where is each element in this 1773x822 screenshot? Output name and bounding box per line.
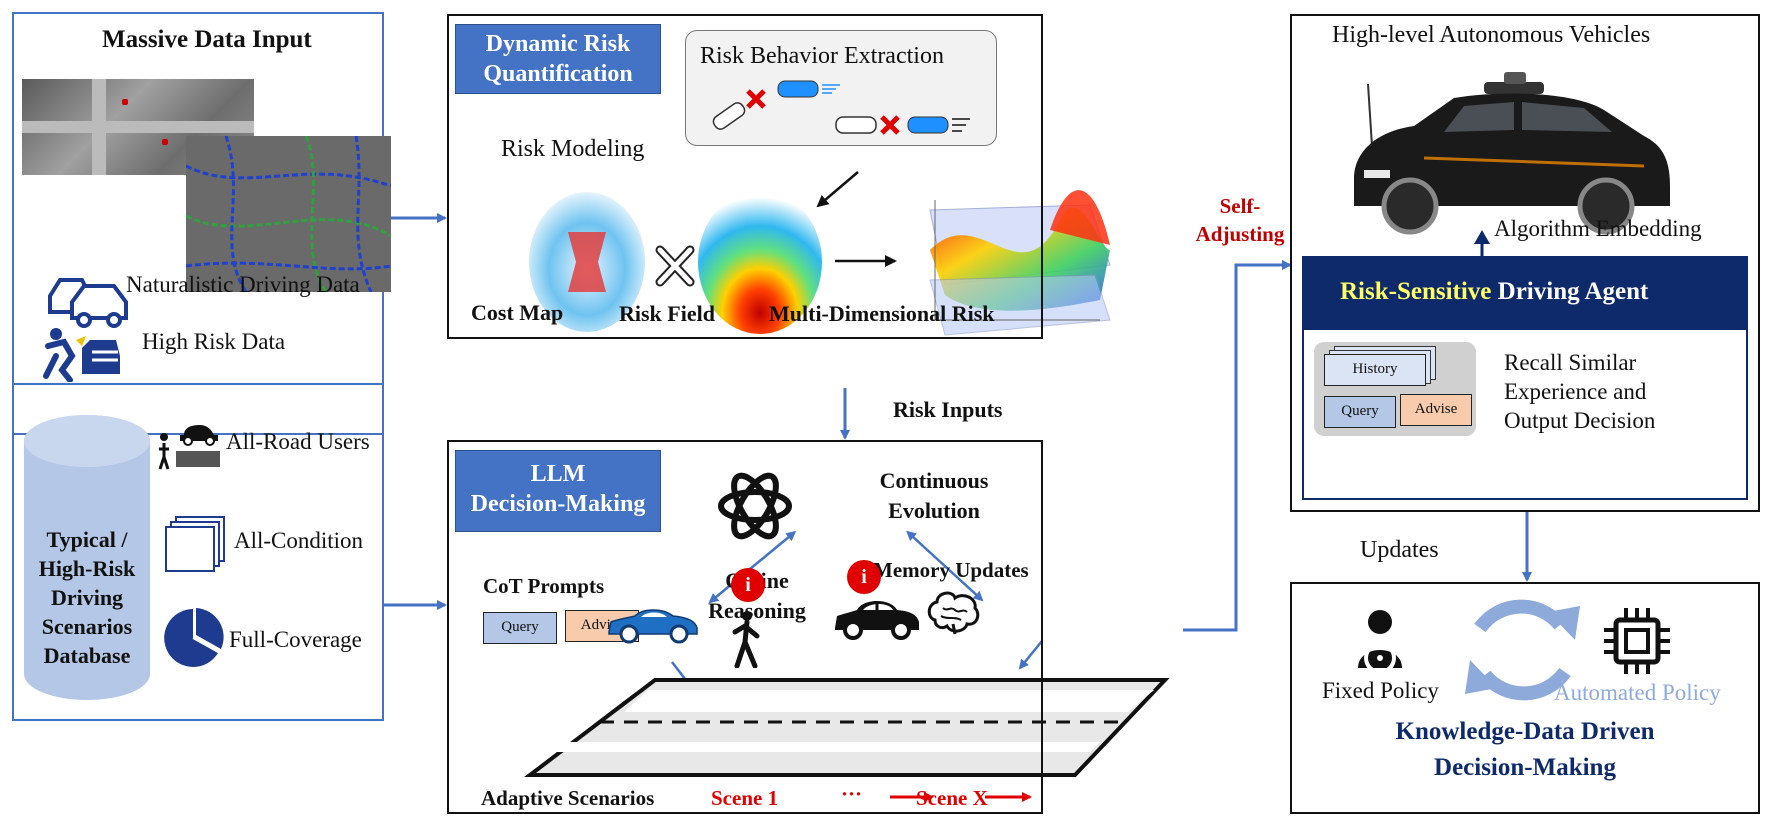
behavior-box: Risk Behavior Extraction — [685, 30, 997, 146]
policy-title: Knowledge-Data Driven Decision-Making — [1395, 718, 1655, 781]
all-condition-label: All-Condition — [234, 528, 364, 553]
naturalistic-label: Naturalistic Driving Data — [126, 272, 360, 297]
memory-card: History Query Advise — [1314, 342, 1476, 436]
trajectory-image — [186, 136, 391, 292]
autonomous-vehicle-icon — [1344, 66, 1674, 241]
agent-advise-doc: Advise — [1400, 394, 1472, 426]
blue-car-icon — [605, 602, 701, 649]
risk-badge: Dynamic Risk Quantification — [455, 24, 661, 94]
scene-1-label: Scene 1 — [711, 786, 779, 810]
database-panel: Typical / High-Risk Driving Scenarios Da… — [12, 383, 384, 721]
agent-box: Risk-Sensitive Driving Agent History Que… — [1302, 256, 1748, 500]
scene-x-label: Scene X — [916, 786, 988, 810]
risk-field-label: Risk Field — [619, 301, 715, 326]
full-coverage-label: Full-Coverage — [229, 627, 362, 652]
llm-panel: LLM Decision-Making Continuous Evolution… — [447, 440, 1043, 814]
pedestrian-icon — [729, 610, 763, 673]
adaptive-label: Adaptive Scenarios — [481, 786, 655, 810]
agent-query-doc: Query — [1324, 396, 1396, 428]
recall-text: Recall Similar Experience and Output Dec… — [1504, 350, 1656, 433]
scene-dots: ··· — [841, 782, 863, 806]
black-car-icon — [831, 594, 923, 645]
agent-title: Risk-Sensitive Driving Agent — [1340, 278, 1648, 306]
policy-panel: Fixed Policy Automated Policy Knowledge-… — [1290, 582, 1760, 814]
fixed-policy-label: Fixed Policy — [1322, 678, 1439, 703]
agent-title-bar — [1304, 258, 1746, 330]
multi-dim-label: Multi-Dimensional Risk — [769, 301, 995, 326]
agent-title-highlight: Risk-Sensitive — [1340, 278, 1492, 305]
pie-icon — [162, 607, 224, 674]
info-icon: i — [731, 568, 765, 602]
llm-badge: LLM Decision-Making — [455, 450, 661, 532]
embedding-label: Algorithm Embedding — [1494, 216, 1702, 241]
updates-label: Updates — [1360, 537, 1439, 563]
risk-inputs-label: Risk Inputs — [893, 397, 1003, 422]
automated-policy-label: Automated Policy — [1554, 680, 1721, 705]
ai-logo-icon — [713, 464, 797, 553]
continuous-evolution: Continuous Evolution — [879, 468, 989, 523]
behavior-label: Risk Behavior Extraction — [700, 43, 944, 69]
high-risk-label: High Risk Data — [142, 329, 286, 354]
history-doc: History — [1324, 354, 1426, 386]
info-icon: i — [847, 560, 881, 594]
query-doc: Query — [483, 612, 557, 644]
memory-label: Memory Updates — [873, 558, 1029, 582]
cost-map-label: Cost Map — [471, 300, 564, 325]
massive-data-panel: Massive Data Input Naturalistic Driving … — [12, 12, 391, 435]
cycle-icon — [1465, 599, 1580, 701]
database-cylinder — [24, 415, 150, 700]
condition-icon — [164, 515, 228, 578]
chip-icon — [1602, 606, 1672, 681]
cot-label: CoT Prompts — [483, 574, 605, 598]
car-icon — [42, 272, 132, 335]
massive-data-title: Massive Data Input — [102, 26, 312, 53]
multi-dimensional-surface — [929, 190, 1111, 336]
risk-modeling-label: Risk Modeling — [501, 136, 645, 162]
brain-icon — [925, 590, 981, 641]
driver-icon — [1348, 608, 1412, 677]
risk-quantification-panel: Dynamic Risk Quantification Risk Behavio… — [447, 14, 1043, 339]
all-road-label: All-Road Users — [226, 429, 370, 454]
agent-title-rest: Driving Agent — [1491, 278, 1649, 305]
av-title: High-level Autonomous Vehicles — [1332, 22, 1651, 48]
database-label: Typical / High-Risk Driving Scenarios Da… — [38, 527, 136, 668]
multiply-icon — [655, 245, 695, 287]
self-adjusting-label: Self- Adjusting — [1195, 194, 1285, 246]
car-top-icon — [712, 102, 746, 130]
accident-icon — [42, 326, 122, 387]
road — [524, 678, 1170, 777]
road-users-icon — [156, 423, 226, 478]
av-panel: High-level Autonomous Vehicles Algorithm… — [1290, 14, 1760, 512]
